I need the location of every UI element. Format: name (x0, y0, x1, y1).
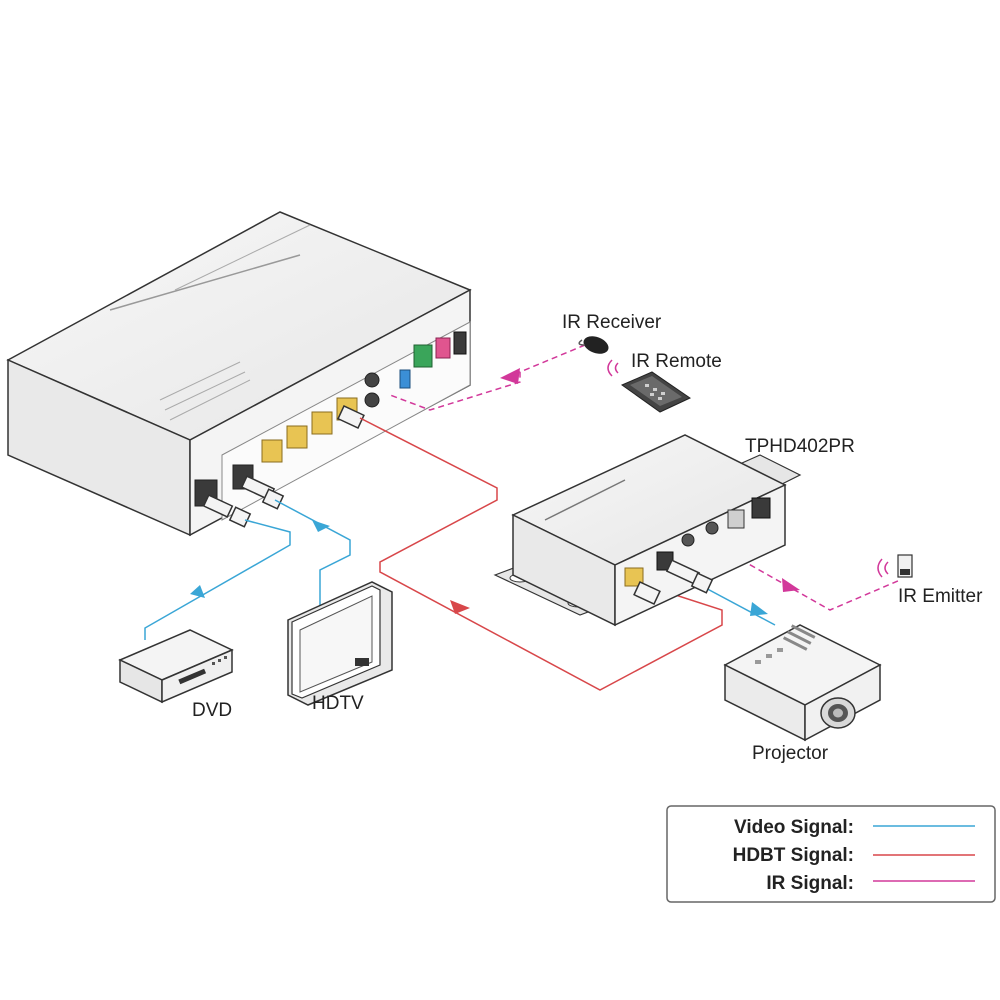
video-line-hdtv (274, 499, 351, 608)
legend: Video Signal: HDBT Signal: IR Signal: (666, 805, 996, 903)
video-arrow-projector (750, 602, 768, 616)
legend-box (666, 805, 996, 903)
ir-remote-label: IR Remote (631, 351, 722, 372)
receiver-icon (493, 434, 802, 627)
legend-label-video: Video Signal: (734, 817, 854, 838)
video-arrow-dvd (190, 585, 205, 598)
ir-emitter-icon (877, 554, 913, 578)
ir-receiver-icon (578, 336, 609, 354)
ir-receiver-label: IR Receiver (562, 312, 662, 333)
ir-arrow-receiver (500, 368, 520, 384)
hdbt-line (359, 417, 723, 691)
hdtv-label: HDTV (312, 693, 364, 714)
video-line-projector (699, 584, 776, 626)
tv-icon (287, 581, 393, 706)
ir-emitter-label: IR Emitter (898, 586, 983, 607)
projector-icon (723, 624, 882, 742)
dvd-label: DVD (192, 700, 232, 721)
ir-line-emitter (714, 544, 901, 611)
dvd-player-icon (118, 629, 234, 704)
legend-label-hdbt: HDBT Signal: (733, 845, 854, 866)
ir-line-receiver (389, 344, 586, 411)
ir-arrow-emitter (782, 578, 800, 592)
transmitter-icon (6, 211, 472, 537)
projector-label: Projector (752, 743, 829, 764)
hdbt-arrow (450, 600, 470, 614)
legend-label-ir: IR Signal: (766, 873, 854, 894)
video-line-dvd (144, 519, 291, 640)
ir-remote-icon (607, 359, 692, 413)
video-arrow-hdtv (312, 520, 330, 532)
receiver-model-label: TPHD402PR (745, 436, 855, 457)
